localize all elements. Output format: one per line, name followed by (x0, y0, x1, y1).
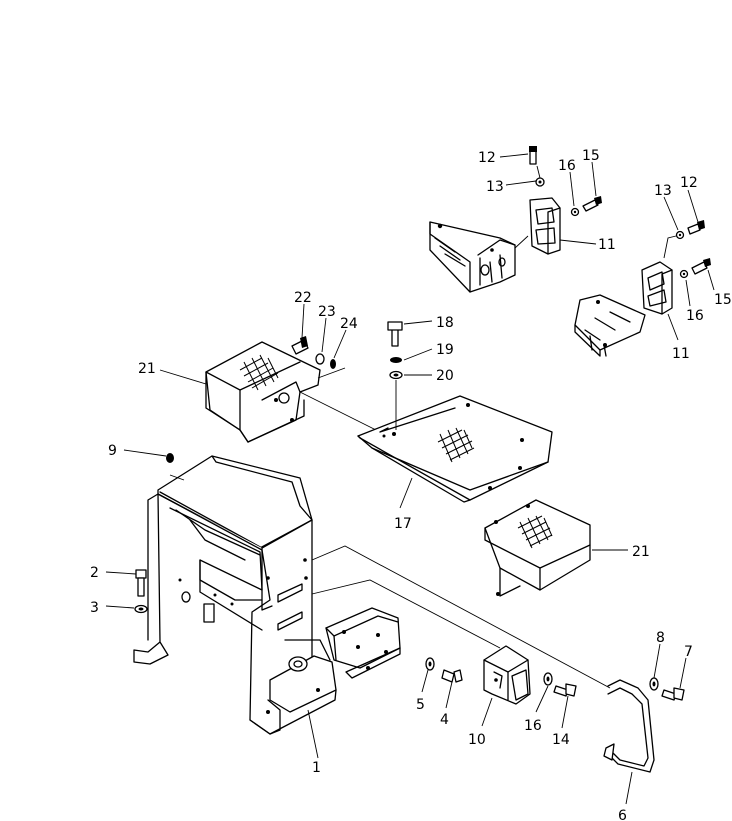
part-label: 16 (524, 718, 542, 734)
part-label: 17 (394, 516, 412, 532)
lower-right-cover (484, 499, 591, 597)
handle-6 (603, 679, 655, 773)
part-label: 2 (90, 565, 99, 581)
part-label: 10 (468, 732, 486, 748)
part-label: 11 (598, 237, 616, 253)
part-label: 9 (108, 443, 117, 459)
part-label: 15 (714, 292, 732, 308)
label-leaders (105, 153, 715, 805)
upper-bracket-assembly (429, 146, 602, 293)
part-label: 11 (672, 346, 690, 362)
part-label: 5 (416, 697, 425, 713)
part-label: 20 (436, 368, 454, 384)
bracket-10 (483, 645, 531, 705)
part-label: 16 (558, 158, 576, 174)
part-label: 12 (680, 175, 698, 191)
part-label: 13 (654, 183, 672, 199)
part-label: 13 (486, 179, 504, 195)
part-label: 12 (478, 150, 496, 166)
part-label: 4 (440, 712, 449, 728)
part-label: 3 (90, 600, 99, 616)
main-frame (133, 455, 611, 735)
part-label: 18 (436, 315, 454, 331)
part-label: 1 (312, 760, 321, 776)
part-label: 6 (618, 808, 627, 821)
part-label: 21 (632, 544, 650, 560)
part-label: 7 (684, 644, 693, 660)
part-label: 8 (656, 630, 665, 646)
floor-plate (357, 321, 553, 503)
part-label: 24 (340, 316, 358, 332)
right-bracket-assembly (574, 220, 711, 357)
fasteners (134, 453, 685, 701)
upper-left-cover (205, 336, 381, 443)
part-label: 21 (138, 361, 156, 377)
part-label: 14 (552, 732, 570, 748)
part-label: 16 (686, 308, 704, 324)
part-label: 22 (294, 290, 312, 306)
part-label: 15 (582, 148, 600, 164)
part-label: 23 (318, 304, 336, 320)
part-label: 19 (436, 342, 454, 358)
part-labels: 1 2 3 4 5 6 7 8 9 10 11 11 12 12 13 13 1… (90, 148, 732, 821)
